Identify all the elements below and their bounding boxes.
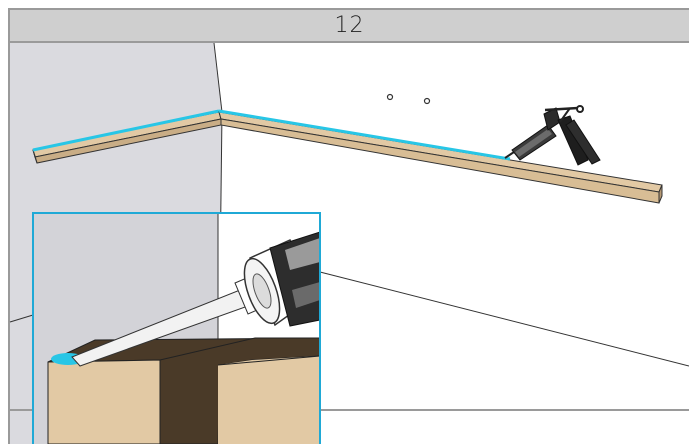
floor-line-left (9, 314, 34, 323)
trim-strip-right (218, 109, 663, 204)
step-header: 12 (10, 10, 689, 43)
trim-strip-left (32, 109, 222, 164)
screw-hole (386, 93, 394, 101)
inset-border (32, 212, 321, 444)
corner-edge (213, 42, 223, 113)
illustration-frame (8, 8, 689, 444)
screw-hole (423, 97, 431, 105)
caulking-gun-icon (504, 105, 601, 166)
floor-line-right (319, 271, 689, 367)
step-number: 12 (334, 13, 365, 38)
detail-inset (33, 213, 320, 444)
